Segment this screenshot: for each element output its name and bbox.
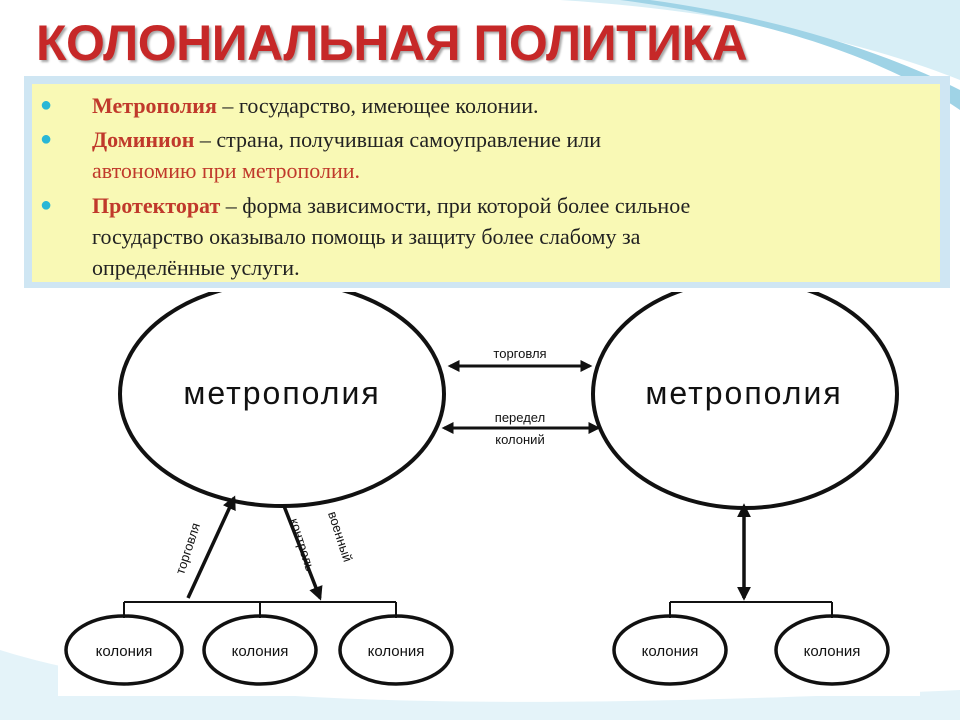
definitions-box: ● Метрополия – государство, имеющее коло…	[24, 76, 950, 288]
military-control-label: контроль	[287, 516, 318, 573]
trade-arrow	[186, 495, 236, 599]
military-control-arrow	[282, 505, 323, 601]
military-control-label: военный	[325, 509, 355, 563]
definition-text: – форма зависимости, при которой более с…	[220, 193, 691, 218]
definition-text-highlight: автономию при метрополии.	[92, 158, 361, 183]
term-metropolis: Метрополия	[92, 93, 217, 118]
colony-circle	[338, 614, 454, 686]
slide-title: КОЛОНИАЛЬНАЯ ПОЛИТИКА	[36, 15, 748, 71]
colony-circle	[64, 614, 184, 686]
term-protectorate: Протекторат	[92, 193, 221, 218]
bullet-icon: ●	[40, 128, 53, 150]
right-metropolis-label: метрополия	[645, 375, 842, 411]
definitions-panel: ● Метрополия – государство, имеющее коло…	[32, 84, 940, 282]
colony-label: колония	[368, 643, 425, 660]
left-metropolis-label: метрополия	[183, 375, 380, 411]
colony-label: колония	[232, 643, 289, 660]
redivision-link-label: колоний	[495, 432, 544, 447]
definition-text: государство оказывало помощь и защиту бо…	[92, 224, 641, 249]
definition-text: определённые услуги.	[92, 255, 300, 280]
definition-text: – государство, имеющее колонии.	[216, 93, 539, 118]
bullet-icon: ●	[40, 94, 53, 116]
colonial-relations-diagram: метрополия метрополия торговля передел к…	[58, 292, 920, 696]
left-metropolis-circle	[118, 292, 446, 508]
colony-circle	[774, 614, 890, 686]
colony-label: колония	[804, 643, 861, 660]
term-dominion: Доминион	[92, 127, 195, 152]
definition-text: – страна, получившая самоуправление или	[194, 127, 601, 152]
colony-circle	[202, 614, 318, 686]
colony-label: колония	[96, 643, 153, 660]
redivision-link-label: передел	[495, 410, 545, 425]
bullet-icon: ●	[40, 194, 53, 216]
colony-label: колония	[642, 643, 699, 660]
trade-arrow-label: торговля	[172, 521, 203, 576]
trade-link-label: торговля	[493, 346, 546, 361]
colony-circle	[612, 614, 728, 686]
